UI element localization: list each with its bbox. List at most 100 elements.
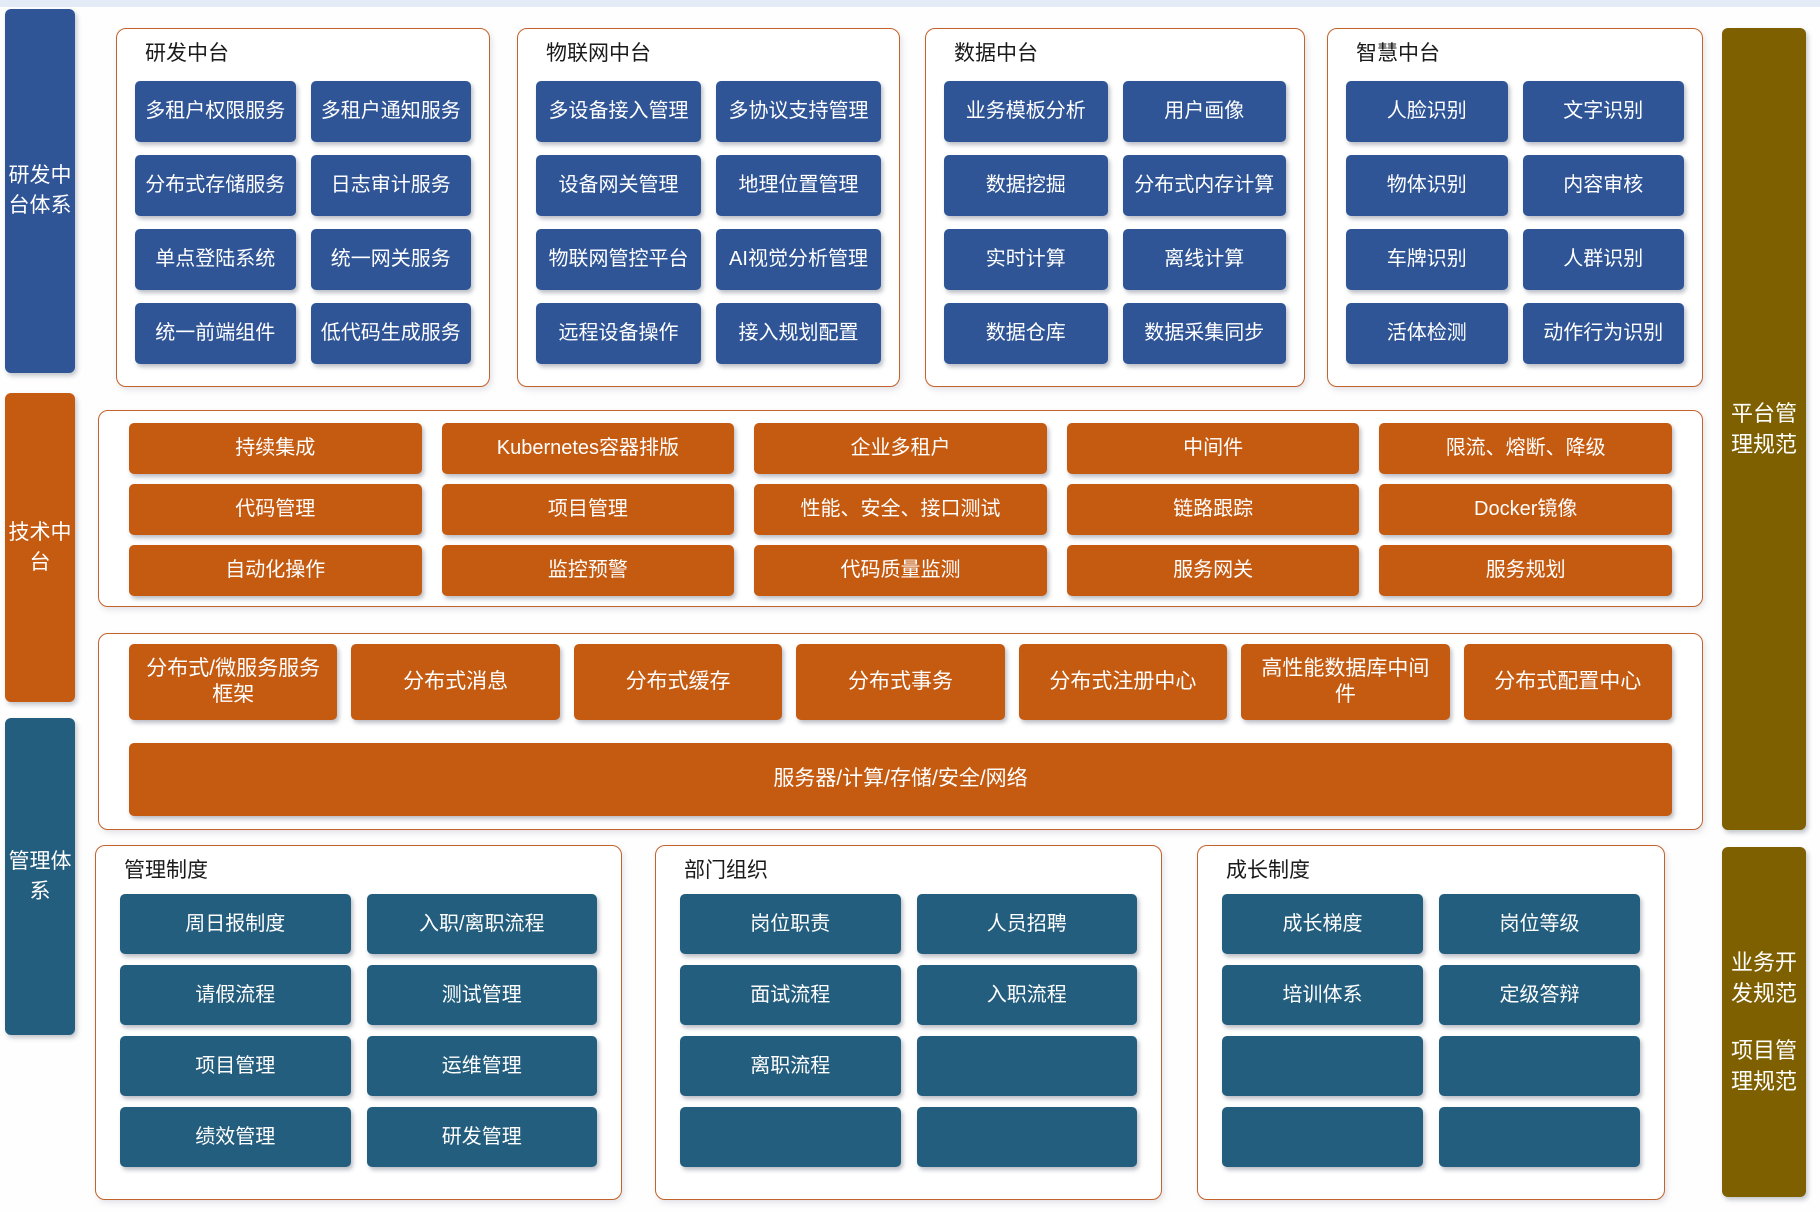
service-box: 统一网关服务 [310, 229, 471, 290]
service-box: 单点登陆系统 [135, 229, 296, 290]
tech-tooling-panel: 持续集成 Kubernetes容器排版 企业多租户 中间件 限流、熔断、降级 代… [98, 410, 1703, 607]
service-box: 数据采集同步 [1122, 303, 1286, 364]
data-platform-panel: 数据中台 业务模板分析 用户画像 数据挖掘 分布式内存计算 实时计算 离线计算 … [925, 28, 1305, 387]
panel-title: 管理制度 [124, 859, 208, 882]
infra-base-bar: 服务器/计算/存储/安全/网络 [129, 743, 1672, 816]
service-box: 设备网关管理 [536, 155, 701, 216]
tool-box: 服务网关 [1066, 545, 1360, 596]
service-box [1222, 1036, 1423, 1096]
service-box: 离线计算 [1122, 229, 1286, 290]
panel-title: 物联网中台 [546, 42, 651, 65]
service-box: 文字识别 [1522, 81, 1684, 142]
service-box: 分布式存储服务 [135, 155, 296, 216]
panel-title: 研发中台 [145, 42, 229, 65]
service-box: 地理位置管理 [716, 155, 881, 216]
left-rail-tech-platform: 技术中台 [5, 393, 75, 702]
tool-box: 链路跟踪 [1066, 484, 1360, 535]
management-rules-panel: 管理制度 周日报制度 入职/离职流程 请假流程 测试管理 项目管理 运维管理 绩… [95, 845, 622, 1200]
rd-platform-panel: 研发中台 多租户权限服务 多租户通知服务 分布式存储服务 日志审计服务 单点登陆… [116, 28, 490, 387]
infra-box: 分布式事务 [796, 644, 1005, 720]
service-box: 活体检测 [1346, 303, 1508, 364]
tooling-grid: 持续集成 Kubernetes容器排版 企业多租户 中间件 限流、熔断、降级 代… [129, 423, 1672, 596]
tool-box: 代码管理 [129, 484, 422, 535]
service-box: 统一前端组件 [135, 303, 296, 364]
service-box: 入职流程 [916, 965, 1137, 1025]
service-box: AI视觉分析管理 [716, 229, 881, 290]
service-box: 动作行为识别 [1522, 303, 1684, 364]
service-grid: 成长梯度 岗位等级 培训体系 定级答辩 [1222, 894, 1640, 1167]
service-box: 研发管理 [366, 1107, 597, 1167]
tool-box: 性能、安全、接口测试 [754, 484, 1047, 535]
service-grid: 岗位职责 人员招聘 面试流程 入职流程 离职流程 [680, 894, 1137, 1167]
tool-box: 企业多租户 [754, 423, 1047, 474]
right-rail-dev-spec: 业务开发规范 项目管理规范 [1722, 847, 1806, 1197]
service-grid: 业务模板分析 用户画像 数据挖掘 分布式内存计算 实时计算 离线计算 数据仓库 … [944, 81, 1286, 364]
rail-label: 项目管理规范 [1730, 1038, 1797, 1095]
left-rail-management-system: 管理体系 [5, 718, 75, 1035]
service-box: 多协议支持管理 [716, 81, 881, 142]
service-box: 低代码生成服务 [310, 303, 471, 364]
tool-box: 代码质量监测 [754, 545, 1047, 596]
service-box: 培训体系 [1222, 965, 1423, 1025]
infra-grid: 分布式/微服务服务框架 分布式消息 分布式缓存 分布式事务 分布式注册中心 高性… [129, 644, 1672, 720]
service-box: 人脸识别 [1346, 81, 1508, 142]
tool-box: 监控预警 [441, 545, 735, 596]
rail-label: 研发中台体系 [8, 164, 72, 217]
ai-platform-panel: 智慧中台 人脸识别 文字识别 物体识别 内容审核 车牌识别 人群识别 活体检测 … [1327, 28, 1703, 387]
service-box [680, 1107, 901, 1167]
service-box: 岗位职责 [680, 894, 901, 954]
rail-label: 平台管理规范 [1730, 400, 1797, 457]
tool-box: Docker镜像 [1379, 484, 1672, 535]
service-box: 多租户通知服务 [310, 81, 471, 142]
service-grid: 人脸识别 文字识别 物体识别 内容审核 车牌识别 人群识别 活体检测 动作行为识… [1346, 81, 1684, 364]
service-grid: 周日报制度 入职/离职流程 请假流程 测试管理 项目管理 运维管理 绩效管理 研… [120, 894, 597, 1167]
service-box: 内容审核 [1522, 155, 1684, 216]
service-grid: 多设备接入管理 多协议支持管理 设备网关管理 地理位置管理 物联网管控平台 AI… [536, 81, 881, 364]
panel-title: 智慧中台 [1356, 42, 1440, 65]
left-rail-rd-system: 研发中台体系 [5, 9, 75, 373]
tool-box: 服务规划 [1379, 545, 1672, 596]
infra-box: 高性能数据库中间件 [1241, 644, 1450, 720]
tool-box: Kubernetes容器排版 [441, 423, 735, 474]
infra-box: 分布式注册中心 [1018, 644, 1228, 720]
service-box: 离职流程 [680, 1036, 901, 1096]
service-box: 测试管理 [366, 965, 597, 1025]
infra-box: 分布式配置中心 [1463, 644, 1672, 720]
panel-title: 数据中台 [954, 42, 1038, 65]
service-box: 成长梯度 [1222, 894, 1423, 954]
infra-box: 分布式/微服务服务框架 [129, 644, 338, 720]
service-box [1439, 1036, 1640, 1096]
rail-label: 管理体系 [8, 849, 72, 903]
service-grid: 多租户权限服务 多租户通知服务 分布式存储服务 日志审计服务 单点登陆系统 统一… [135, 81, 471, 364]
tool-box: 项目管理 [441, 484, 735, 535]
service-box: 物联网管控平台 [536, 229, 701, 290]
right-rail-platform-spec: 平台管理规范 [1722, 28, 1806, 830]
panel-title: 成长制度 [1226, 859, 1310, 882]
service-box: 实时计算 [944, 229, 1108, 290]
tool-box: 自动化操作 [129, 545, 422, 596]
service-box: 项目管理 [120, 1036, 351, 1096]
service-box: 人群识别 [1522, 229, 1684, 290]
service-box: 周日报制度 [120, 894, 351, 954]
service-box: 多设备接入管理 [536, 81, 701, 142]
service-box: 人员招聘 [916, 894, 1137, 954]
service-box: 请假流程 [120, 965, 351, 1025]
tool-box: 持续集成 [129, 423, 422, 474]
service-box: 日志审计服务 [310, 155, 471, 216]
service-box: 远程设备操作 [536, 303, 701, 364]
infra-box: 分布式缓存 [573, 644, 783, 720]
rail-label: 技术中台 [8, 520, 72, 574]
service-box: 数据挖掘 [944, 155, 1108, 216]
service-box: 物体识别 [1346, 155, 1508, 216]
iot-platform-panel: 物联网中台 多设备接入管理 多协议支持管理 设备网关管理 地理位置管理 物联网管… [517, 28, 900, 387]
service-box: 入职/离职流程 [366, 894, 597, 954]
service-box [1439, 1107, 1640, 1167]
service-box: 多租户权限服务 [135, 81, 296, 142]
infra-panel: 分布式/微服务服务框架 分布式消息 分布式缓存 分布式事务 分布式注册中心 高性… [98, 633, 1703, 830]
service-box: 数据仓库 [944, 303, 1108, 364]
tool-box: 限流、熔断、降级 [1379, 423, 1672, 474]
service-box: 接入规划配置 [716, 303, 881, 364]
service-box [916, 1036, 1137, 1096]
service-box [1222, 1107, 1423, 1167]
